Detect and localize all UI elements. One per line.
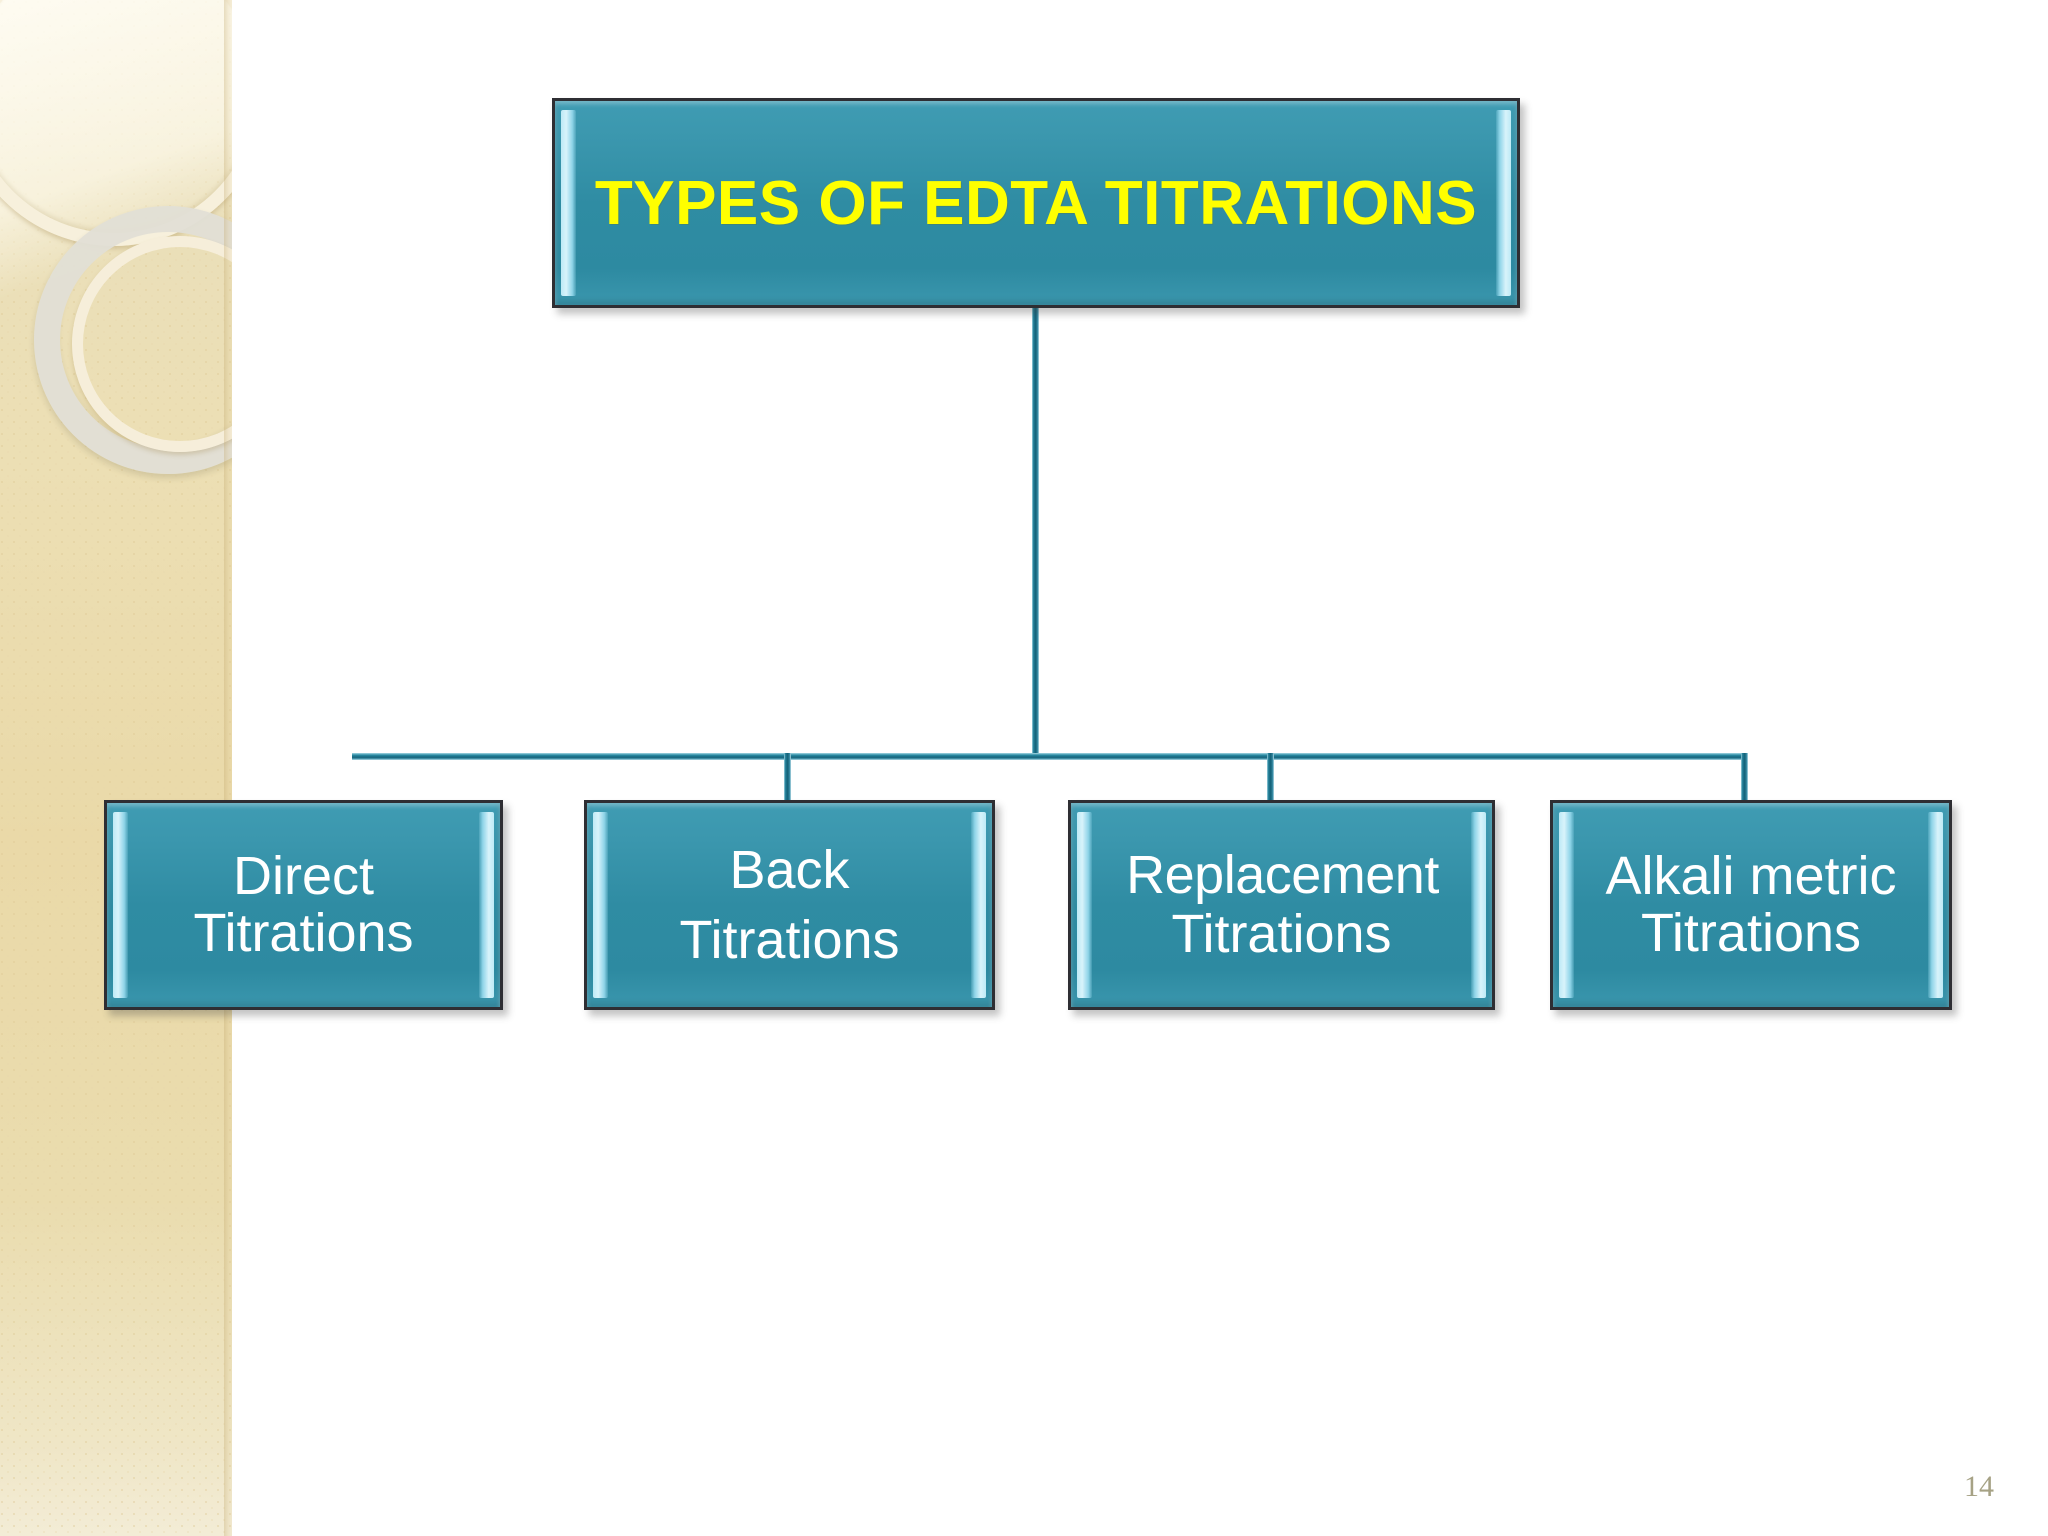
diagram-node-back-titrations[interactable]: Back Titrations [584, 800, 995, 1010]
diagram-node-label: Alkali metric Titrations [1605, 845, 1897, 963]
page-number: 14 [1964, 1470, 1994, 1503]
decorative-sidebar [0, 0, 302, 1536]
diagram-node-direct-titrations[interactable]: Direct Titrations [104, 800, 503, 1010]
node-label-line-1: Back [729, 839, 850, 900]
node-label-line-2: Titrations [679, 910, 900, 970]
sidebar-right-mask [232, 0, 352, 1536]
diagram-node-label: Replacement Titrations [1124, 844, 1439, 965]
connector-drop-replacement [1267, 753, 1274, 803]
connector-drop-back [784, 753, 791, 803]
node-label-line-1: Replacement [1126, 844, 1439, 905]
connector-root-vertical [1032, 305, 1039, 757]
diagram-node-label: Back Titrations [679, 835, 899, 975]
diagram-node-replacement-titrations[interactable]: Replacement Titrations [1068, 800, 1495, 1010]
diagram-root-label: TYPES OF EDTA TITRATIONS [594, 168, 1478, 238]
sidebar-edge-shadow [224, 0, 234, 1536]
connector-drop-alkali-metric [1741, 753, 1748, 803]
node-label-line-2: Titrations [1640, 903, 1862, 963]
connector-horizontal-bus [302, 753, 1748, 760]
diagram-node-alkali-metric-titrations[interactable]: Alkali metric Titrations [1550, 800, 1952, 1010]
diagram-node-label: Direct Titrations [193, 845, 414, 963]
diagram-root-node[interactable]: TYPES OF EDTA TITRATIONS [552, 98, 1520, 308]
node-label-line-2: Titrations [193, 903, 414, 963]
node-label-line-1: Direct [232, 845, 374, 906]
node-label-line-2: Titrations [1171, 904, 1392, 964]
node-label-line-1: Alkali metric [1605, 845, 1897, 906]
